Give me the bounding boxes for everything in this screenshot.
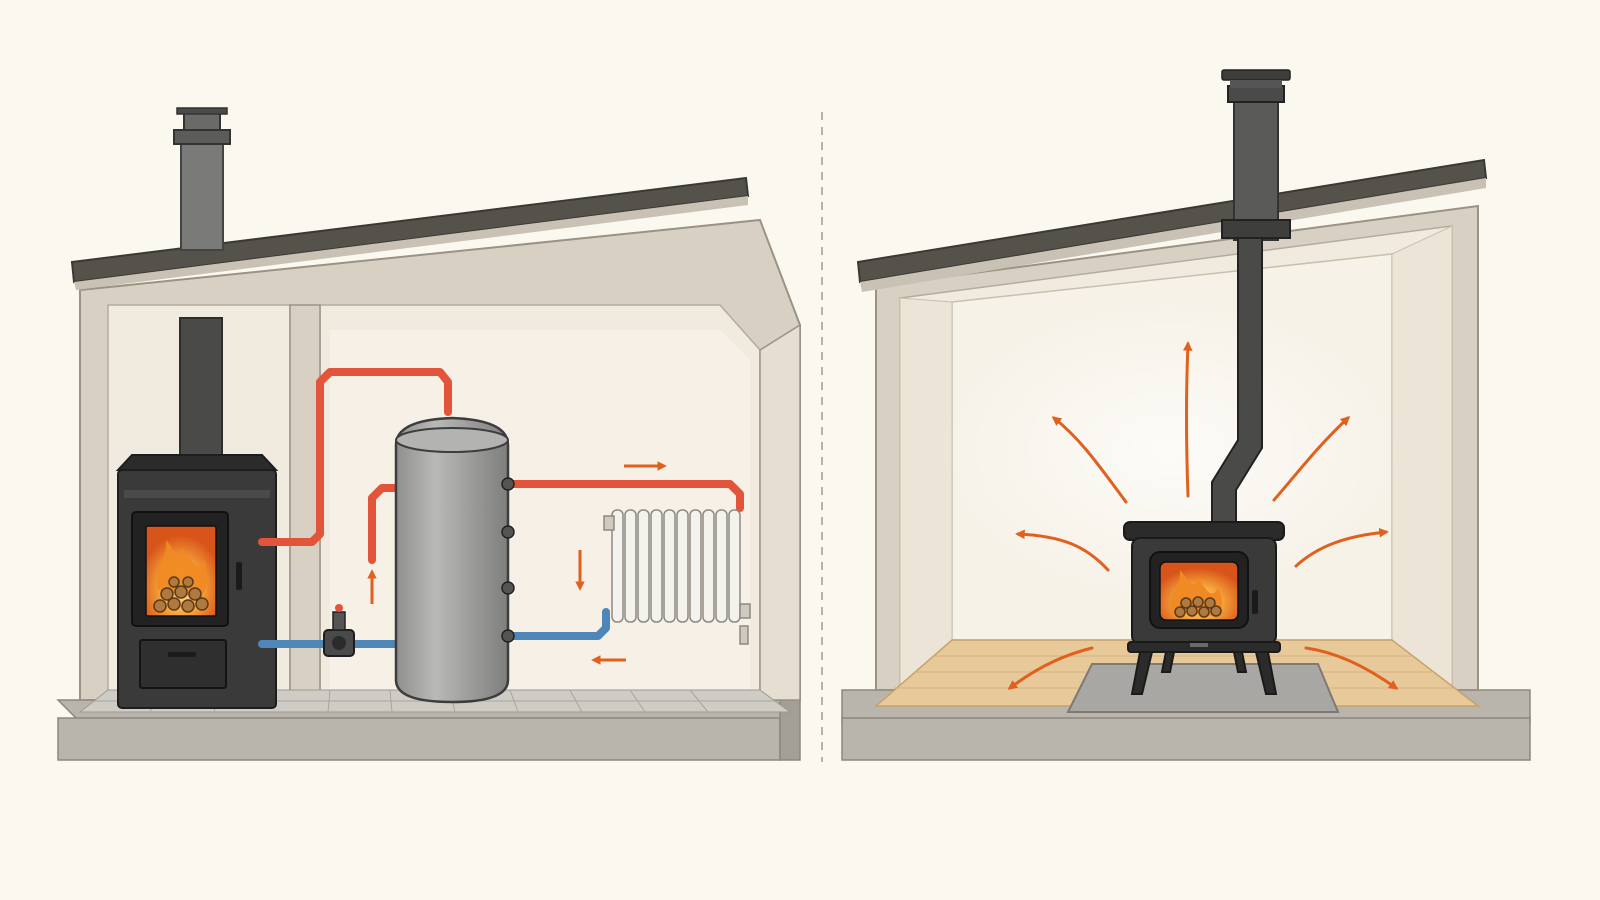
stove-logs — [1174, 596, 1222, 618]
left-flue-pipe — [179, 317, 223, 459]
wood-stove — [1123, 521, 1285, 695]
hot-water-pipe — [258, 368, 744, 564]
radiator — [603, 509, 751, 645]
heat-arrow-downright-icon — [1304, 646, 1399, 690]
circulation-pump-icon — [323, 604, 355, 657]
left-roof — [70, 176, 750, 290]
heat-arrow-upleft-icon — [1051, 416, 1128, 504]
hearth-pad — [1066, 663, 1340, 713]
right-panel-wood-stove — [841, 69, 1531, 761]
heat-arrow-left-icon — [1015, 529, 1110, 572]
heat-arrow-downleft-icon — [1007, 646, 1094, 690]
heat-arrows — [1007, 341, 1399, 690]
left-panel-boiler-system — [56, 107, 802, 761]
heat-arrow-right-icon — [1294, 527, 1389, 568]
flow-arrows — [367, 461, 667, 665]
buffer-tank — [394, 416, 515, 704]
heat-arrow-up-icon — [1182, 341, 1193, 498]
left-chimney-pipe — [173, 107, 231, 251]
heat-arrow-upright-icon — [1272, 416, 1351, 502]
boiler-logs — [153, 576, 209, 613]
boiler-stove — [115, 454, 279, 709]
stove-legs — [1130, 651, 1278, 695]
